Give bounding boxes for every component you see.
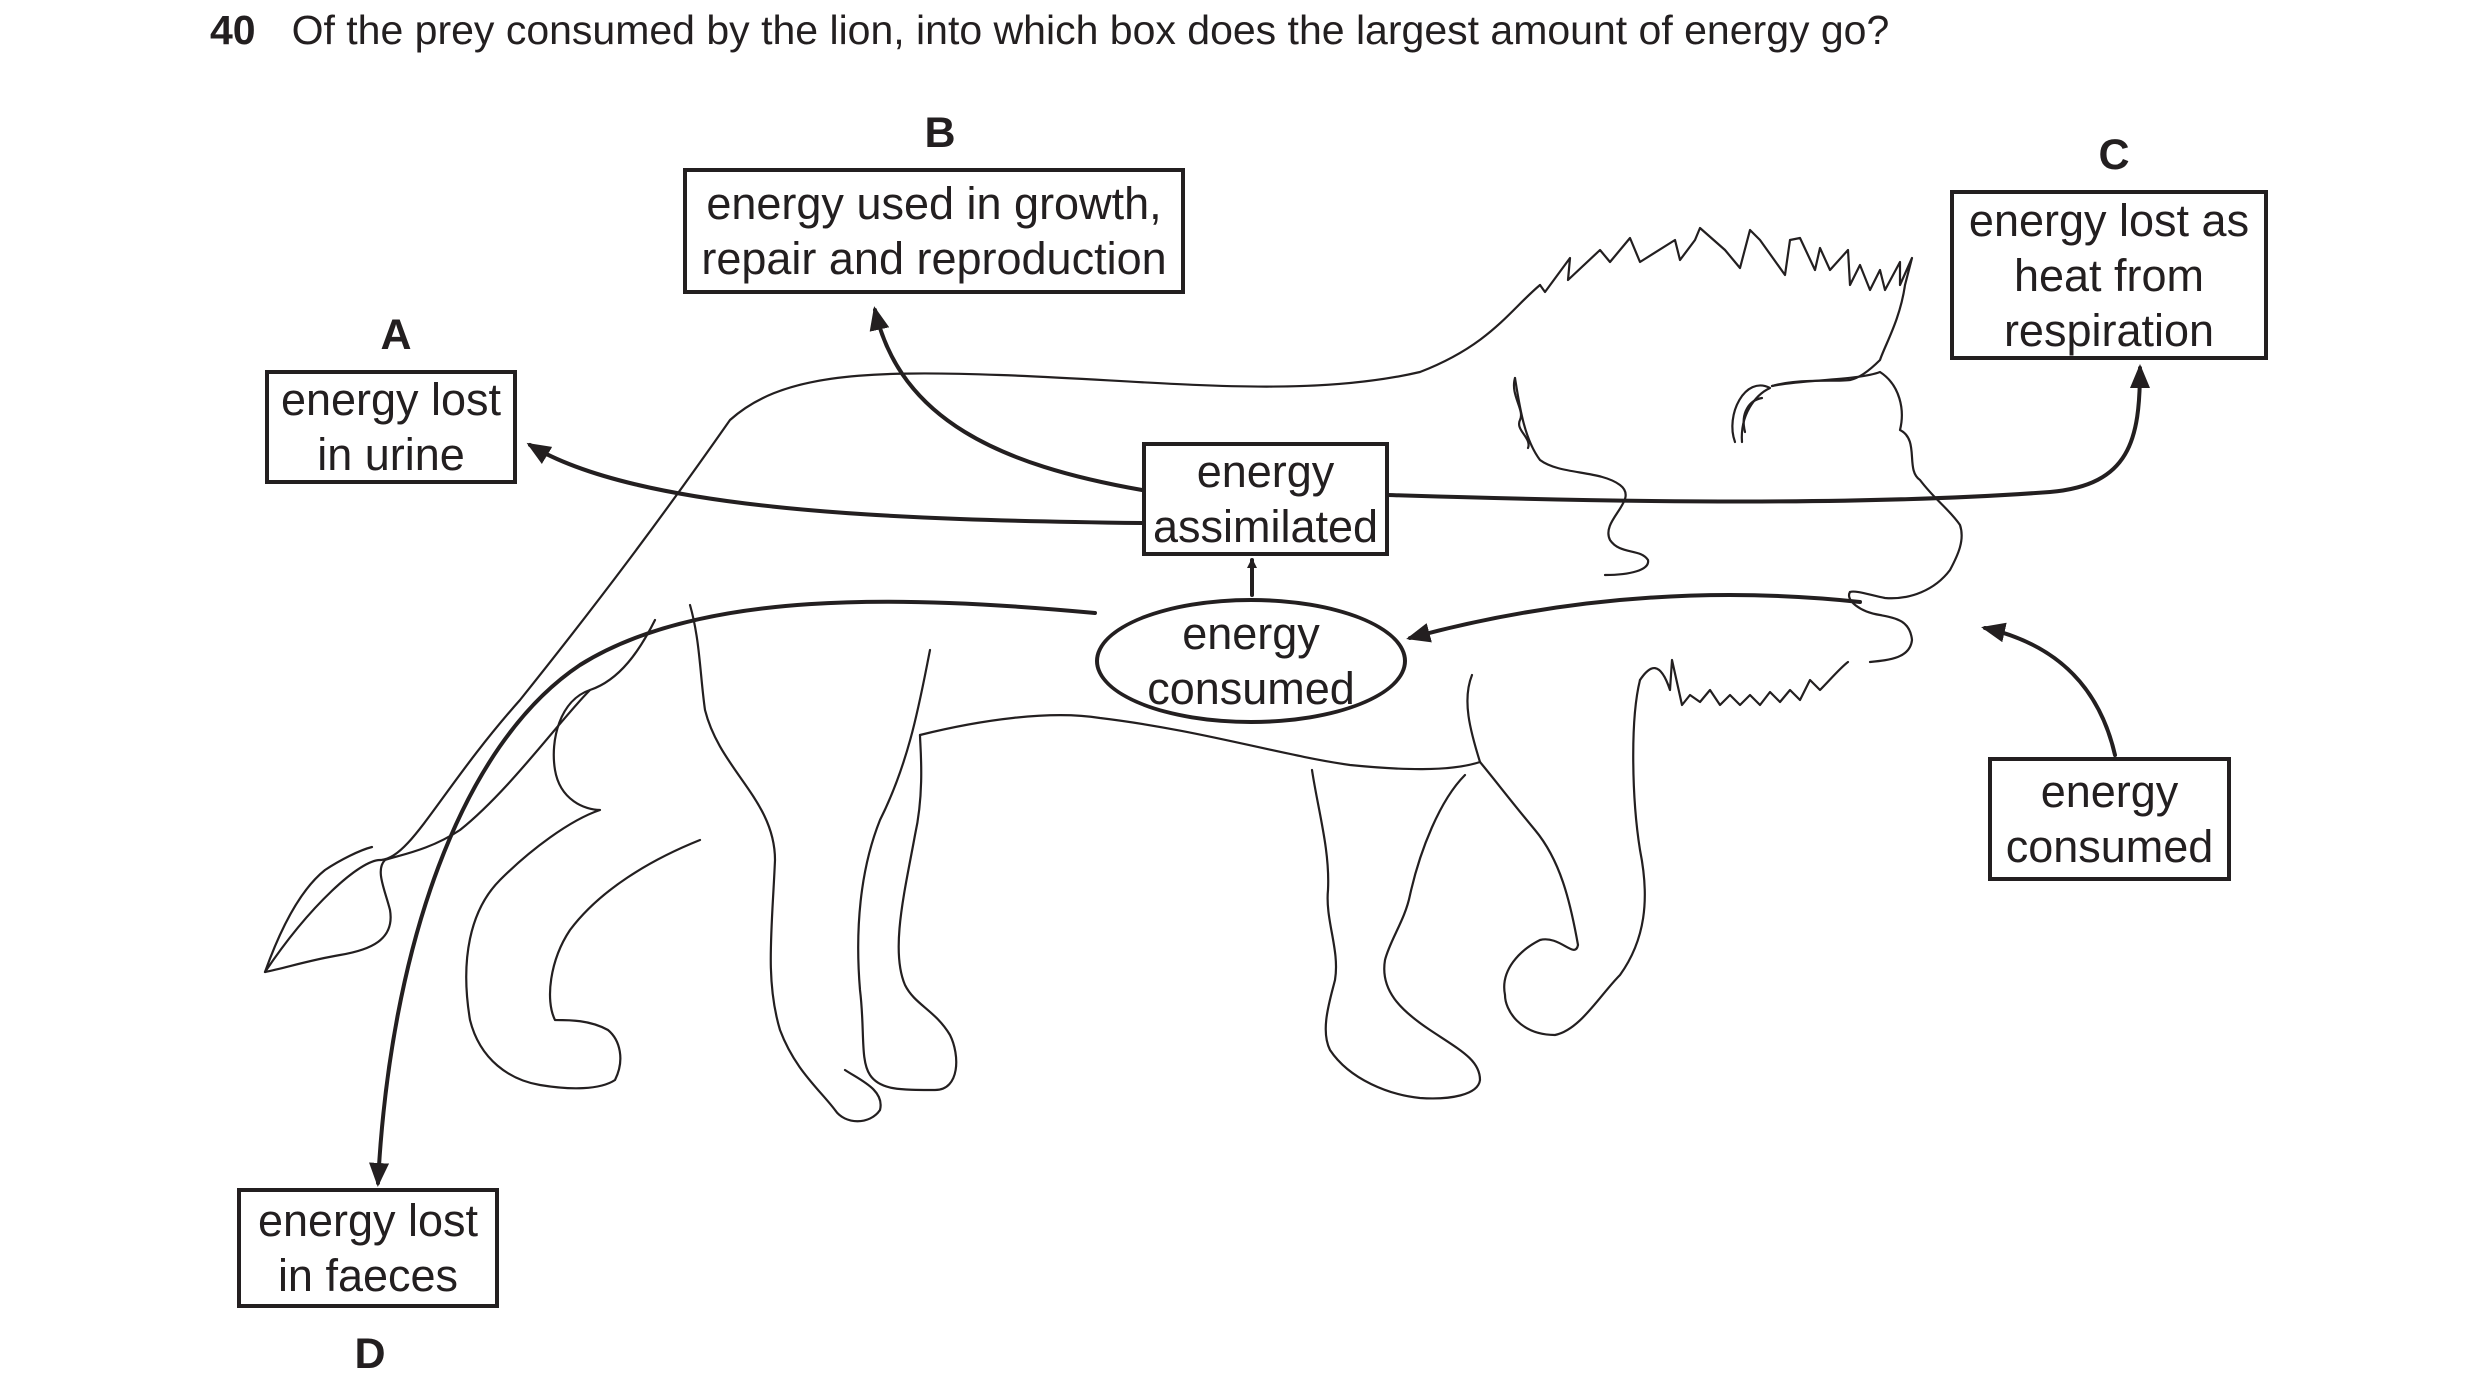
box-faeces-text: energy lost in faeces [257, 1195, 479, 1301]
box-energy-assimilated: energy assimilated [1142, 442, 1389, 556]
lion-hind-thigh [688, 603, 882, 1123]
box-energy-used-in-growth: energy used in growth, repair and reprod… [683, 168, 1185, 294]
oval-consumed-text: energy consumed [1147, 608, 1355, 714]
question: 40 Of the prey consumed by the lion, into… [210, 0, 1889, 60]
box-energy-lost-as-heat: energy lost as heat from respiration [1950, 190, 2268, 360]
lion-mane-left [1512, 376, 1530, 450]
lion-back [263, 283, 1542, 974]
arrow-assimilated-to-urine [526, 442, 1144, 525]
lion-tail [263, 688, 592, 974]
box-heat-text: energy lost as heat from respiration [1968, 194, 2250, 356]
lion-outline [263, 226, 1963, 1123]
lion-belly [918, 714, 1482, 771]
arrow-assimilated-to-growth [869, 306, 1144, 492]
lion-ear-inner [1742, 396, 1764, 434]
box-consumed-prey-text: energy consumed [2005, 766, 2214, 872]
arrow-mouth-to-consumed [1406, 593, 1862, 643]
label-C: C [2098, 131, 2130, 179]
lion-face [1770, 370, 1963, 600]
box-energy-consumed-prey: energy consumed [1988, 757, 2231, 881]
box-assimilated-text: energy assimilated [1152, 446, 1379, 552]
label-D: D [354, 1330, 386, 1378]
lion-hind-leg-back [465, 618, 702, 1090]
arrow-assimilated-to-heat [1386, 364, 2150, 504]
label-B: B [924, 109, 956, 157]
box-energy-lost-in-urine: energy lost in urine [265, 370, 517, 484]
oval-energy-consumed: energy consumed [1095, 598, 1407, 724]
arrow-prey-to-mouth [1981, 622, 2117, 757]
lion-ear [1731, 384, 1772, 444]
box-growth-text: energy used in growth, repair and reprod… [701, 178, 1167, 284]
lion-muzzle [1847, 590, 1914, 664]
lion-front-leg-inner [1466, 673, 1482, 764]
lion-mane-back [1513, 376, 1650, 577]
box-energy-lost-in-faeces: energy lost in faeces [237, 1188, 499, 1308]
lion-mane-top [1538, 226, 1914, 388]
lion-front-leg-2 [1310, 768, 1482, 1100]
lion-front-leg [1478, 678, 1646, 1037]
energy-arrows [369, 306, 2150, 1187]
lion-jaw-fur [1638, 658, 1850, 707]
box-urine-text: energy lost in urine [280, 374, 502, 480]
question-text: Of the prey consumed by the lion, into w… [291, 7, 1890, 53]
question-number: 40 [210, 7, 256, 53]
label-A: A [380, 311, 412, 359]
lion-hind-leg [857, 648, 958, 1092]
arrow-consumed-to-faeces [369, 599, 1097, 1187]
